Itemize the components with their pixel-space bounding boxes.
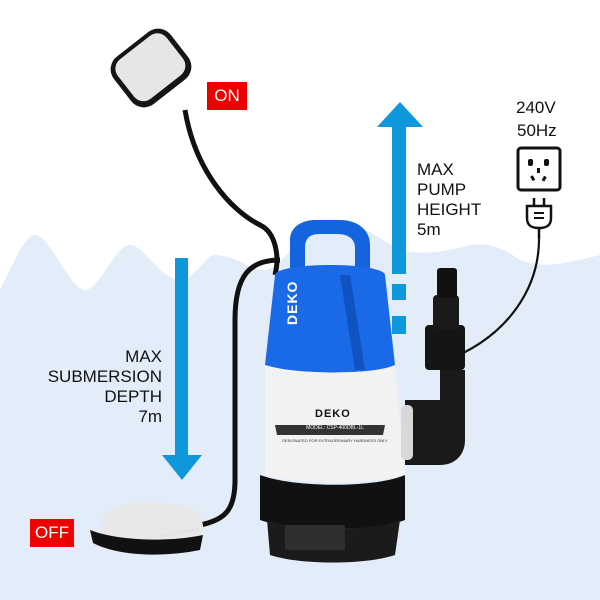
power-plug-icon	[525, 198, 553, 238]
pump-model: MODEL: CSP-400DBL-1L	[306, 425, 364, 431]
depth-line-3: DEPTH	[104, 387, 162, 406]
pump-brand-vertical: DEKO	[284, 280, 300, 325]
power-cord	[444, 236, 541, 363]
pump-height-line-4: 5m	[417, 220, 441, 239]
frequency-label: 50Hz	[517, 121, 557, 140]
pump-height-line-3: HEIGHT	[417, 200, 482, 219]
pump-height-line-1: MAX	[417, 160, 454, 179]
pump-body	[260, 220, 465, 563]
power-socket-icon	[516, 146, 562, 192]
voltage-label: 240V	[516, 98, 556, 117]
submersion-depth-arrow	[162, 258, 202, 480]
pump-height-arrow	[377, 102, 423, 334]
pump-note: DESIGNATED FOR EXTRAORDINARY HARDNESS ON…	[282, 438, 388, 443]
off-badge: OFF	[30, 519, 74, 547]
float-switch-bottom	[90, 502, 204, 555]
float-switch-top	[110, 28, 280, 276]
depth-line-1: MAX	[125, 347, 162, 366]
depth-line-4: 7m	[138, 407, 162, 426]
pump-height-line-2: PUMP	[417, 180, 467, 199]
depth-line-2: SUBMERSION	[47, 367, 162, 386]
on-badge: ON	[207, 82, 247, 110]
pump-brand-logo: DEKO	[315, 408, 351, 420]
float-switch-cord	[199, 257, 281, 528]
pump-height-label: MAX PUMP HEIGHT 5m	[417, 160, 481, 240]
submersion-depth-label: MAX SUBMERSION DEPTH 7m	[20, 347, 162, 427]
